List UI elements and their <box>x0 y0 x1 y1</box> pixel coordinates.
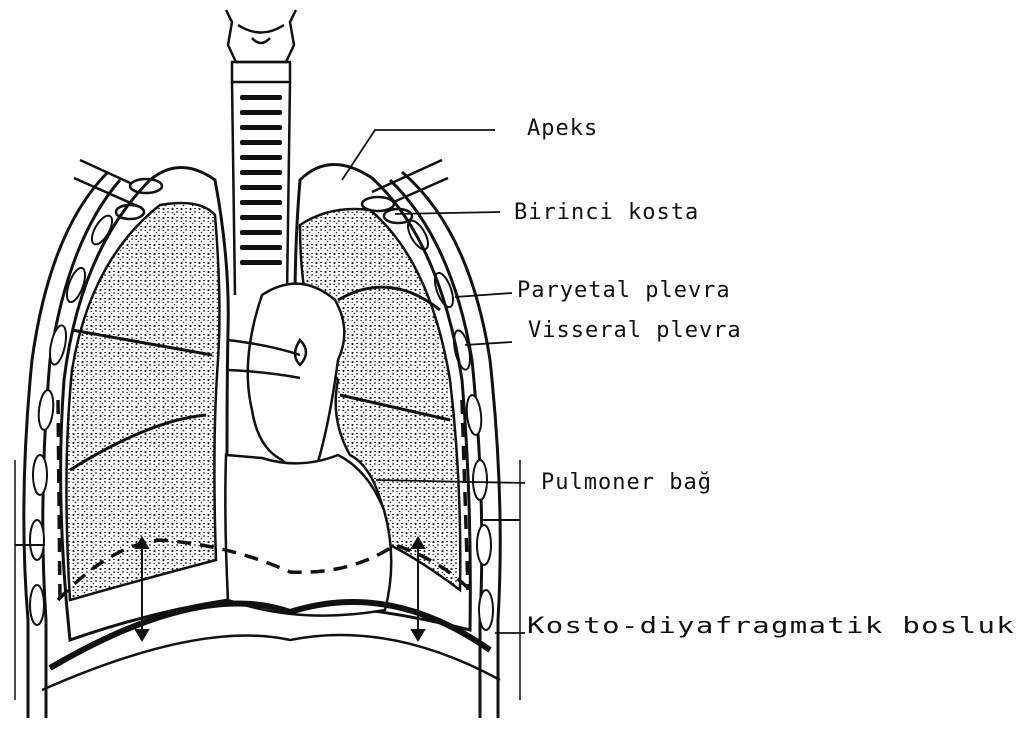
diaphragm <box>42 602 500 690</box>
larynx <box>226 10 296 82</box>
label-costodiaphragmatic-recess: Kosto-diyafragmatik bosluk <box>527 614 1015 639</box>
label-parietal-pleura: Paryetal plevra <box>517 278 731 303</box>
trachea <box>232 82 290 295</box>
label-apex: Apeks <box>527 116 598 141</box>
label-first-rib: Birinci kosta <box>514 200 699 225</box>
label-pulmonary-ligament: Pulmoner bağ <box>541 470 712 495</box>
label-visceral-pleura: Visseral plevra <box>528 318 742 343</box>
first-rib <box>74 160 448 223</box>
